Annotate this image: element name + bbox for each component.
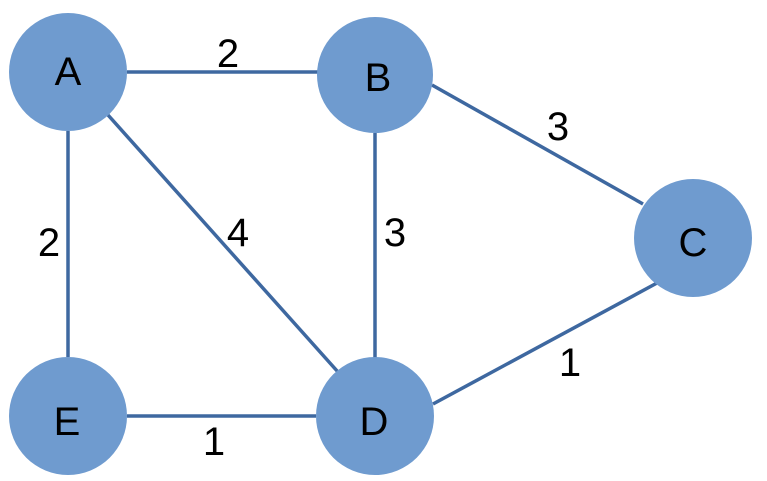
nodes-layer: A B C D E [9,13,752,475]
edge-b-c-weight: 3 [547,105,569,149]
weights-layer: 2 3 2 4 3 1 1 [38,32,581,464]
node-a-circle [9,13,127,131]
edge-c-d [432,281,658,406]
edge-b-c [431,83,644,206]
edge-c-d-weight: 1 [559,341,581,385]
edge-b-d-weight: 3 [384,211,406,255]
node-d-circle [316,357,434,475]
edge-a-d [106,113,340,374]
node-b-label: B [365,56,392,100]
node-e-label: E [54,400,81,444]
node-a: A [9,13,127,131]
edge-e-d-weight: 1 [203,420,225,464]
node-a-label: A [55,50,82,94]
edge-a-d-weight: 4 [227,211,249,255]
edges-layer [66,70,658,418]
node-b: B [317,17,433,133]
node-c-circle [634,179,752,297]
edge-a-e-weight: 2 [38,221,60,265]
node-c-label: C [679,221,708,265]
node-b-circle [317,17,433,133]
node-e-circle [9,357,127,475]
node-d: D [316,357,434,475]
node-d-label: D [360,400,389,444]
node-c: C [634,179,752,297]
node-e: E [9,357,127,475]
edge-a-b-weight: 2 [217,32,239,76]
